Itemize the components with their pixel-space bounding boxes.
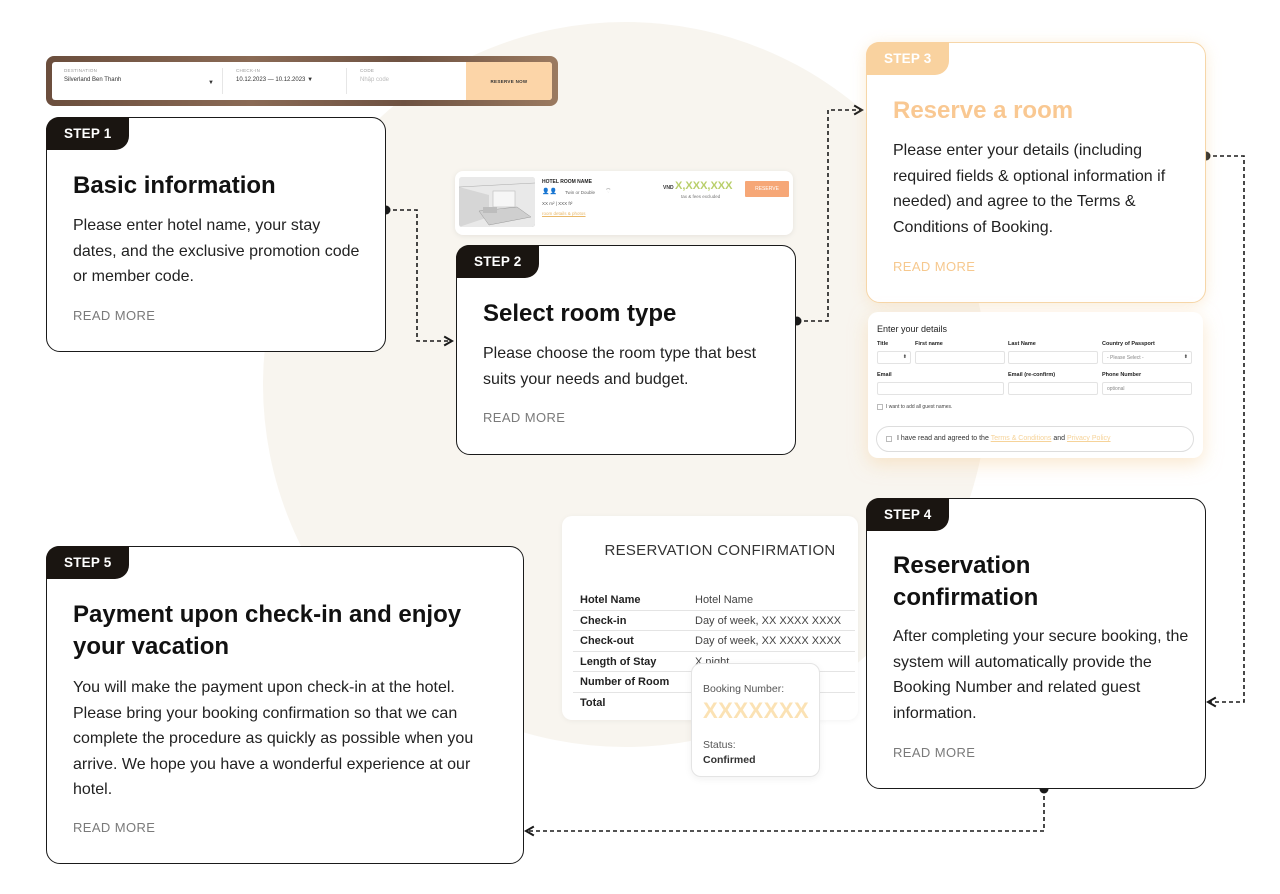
table-row: Check-out Day of week, XX XXXX XXXX <box>573 631 855 652</box>
step-description: After completing your secure booking, th… <box>893 628 1189 722</box>
checkin-field[interactable]: CHECK-IN 10.12.2023 — 10.12.2023 ▼ <box>224 62 346 100</box>
email-label: Email <box>877 372 892 378</box>
room-name: HOTEL ROOM NAME <box>542 179 592 185</box>
connector-3-4 <box>1205 155 1245 708</box>
room-price: X,XXX,XXX <box>675 180 733 192</box>
read-more-link[interactable]: READ MORE <box>893 259 976 274</box>
email-input[interactable] <box>877 382 1004 395</box>
step-title: Select room type <box>483 300 677 327</box>
email-confirm-label: Email (re-confirm) <box>1008 372 1056 378</box>
wifi-icon: ⌔ <box>605 188 612 195</box>
bed-type: Twin or Double <box>565 190 596 195</box>
country-label: Country of Passport <box>1102 341 1155 347</box>
currency: VND <box>663 185 674 191</box>
table-row: Hotel Name Hotel Name <box>573 590 855 611</box>
step-description: Please enter hotel name, your stay dates… <box>73 217 360 286</box>
agree-terms-bar: I have read and agreed to the Terms & Co… <box>876 426 1194 452</box>
chevron-icon: ⬍ <box>1183 354 1188 360</box>
phone-label: Phone Number <box>1102 372 1142 378</box>
step-badge: STEP 3 <box>866 42 950 75</box>
first-name-label: First name <box>915 341 943 347</box>
room-image <box>459 177 535 227</box>
room-card-mockup: HOTEL ROOM NAME 👤👤 Twin or Double ⌔ XX m… <box>455 171 793 235</box>
step-2-card: STEP 2 Select room type Please choose th… <box>456 245 796 455</box>
booking-number: XXXXXXX <box>703 698 810 723</box>
step-description: Please choose the room type that best su… <box>483 345 757 388</box>
step-badge: STEP 1 <box>46 117 130 150</box>
step-title: Payment upon check-in and enjoy your vac… <box>73 601 462 660</box>
step-3-card: STEP 3 Reserve a room Please enter your … <box>866 42 1206 303</box>
step-4-card: STEP 4 Reservation confirmation After co… <box>866 498 1206 789</box>
people-icon: 👤👤 <box>542 189 557 195</box>
read-more-link[interactable]: READ MORE <box>73 820 156 835</box>
read-more-link[interactable]: READ MORE <box>73 308 156 323</box>
checkin-label: CHECK-IN <box>236 68 261 73</box>
status-value: Confirmed <box>703 754 756 766</box>
chevron-down-icon: ▼ <box>208 80 214 86</box>
country-select[interactable]: - Please Select - ⬍ <box>1102 351 1192 364</box>
code-field[interactable]: CODE Nhập code <box>348 62 468 100</box>
agree-checkbox[interactable] <box>886 436 892 442</box>
last-name-input[interactable] <box>1008 351 1098 364</box>
divider <box>222 68 223 94</box>
agree-text: I have read and agreed to the Terms & Co… <box>897 435 1111 442</box>
read-more-link[interactable]: READ MORE <box>893 745 976 760</box>
room-details-link[interactable]: room details & photos <box>542 211 586 216</box>
step-5-card: STEP 5 Payment upon check-in and enjoy y… <box>46 546 524 864</box>
room-size: XX m² | XXX ft² <box>542 201 573 206</box>
table-row: Total <box>580 697 606 709</box>
step-title: Reservation confirmation <box>893 552 1039 611</box>
reserve-button[interactable]: RESERVE <box>745 181 789 197</box>
booking-number-label: Booking Number: <box>703 683 785 695</box>
checkin-value: 10.12.2023 — 10.12.2023 ▼ <box>236 77 314 83</box>
tax-note: tax & fees excluded <box>681 194 721 199</box>
form-title: Enter your details <box>877 324 948 334</box>
step-title: Basic information <box>73 172 276 199</box>
connector-4-5 <box>523 789 1045 837</box>
step-badge: STEP 5 <box>46 546 130 579</box>
destination-field[interactable]: DESTINATION Silverland Ben Thanh ▼ <box>52 62 222 100</box>
reserve-now-button[interactable]: RESERVE NOW <box>466 62 552 100</box>
search-bar-mockup: DESTINATION Silverland Ben Thanh ▼ CHECK… <box>46 56 558 106</box>
last-name-label: Last Name <box>1008 341 1036 347</box>
phone-input[interactable]: optional <box>1102 382 1192 395</box>
step-description: You will make the payment upon check-in … <box>73 679 474 799</box>
code-label: CODE <box>360 68 375 73</box>
read-more-link[interactable]: READ MORE <box>483 410 566 425</box>
step-badge: STEP 4 <box>866 498 950 531</box>
confirmation-title: RESERVATION CONFIRMATION <box>604 542 836 559</box>
phone-placeholder: optional <box>1107 386 1125 392</box>
destination-value: Silverland Ben Thanh <box>64 77 122 83</box>
step-badge: STEP 2 <box>456 245 540 278</box>
step-description: Please enter your details (including req… <box>893 142 1166 236</box>
table-row: Check-in Day of week, XX XXXX XXXX <box>573 611 855 632</box>
code-placeholder: Nhập code <box>360 77 390 83</box>
booking-number-popup: Booking Number: XXXXXXX Status: Confirme… <box>691 663 820 777</box>
step-1-card: STEP 1 Basic information Please enter ho… <box>46 117 386 352</box>
divider <box>346 68 347 94</box>
guest-names-label: I want to add all guest names. <box>886 404 953 410</box>
destination-label: DESTINATION <box>64 68 98 73</box>
first-name-input[interactable] <box>915 351 1005 364</box>
guest-names-checkbox[interactable] <box>877 404 883 410</box>
email-confirm-input[interactable] <box>1008 382 1098 395</box>
privacy-link[interactable]: Privacy Policy <box>1066 435 1111 442</box>
chevron-icon: ⬍ <box>902 354 907 360</box>
status-label: Status: <box>703 739 736 751</box>
title-label: Title <box>877 341 889 347</box>
step-title: Reserve a room <box>893 97 1074 124</box>
title-select[interactable]: ⬍ <box>877 351 911 364</box>
terms-link[interactable]: Terms & Conditions <box>990 435 1052 442</box>
details-form-mockup: Enter your details Title First name Last… <box>868 312 1203 458</box>
country-placeholder: - Please Select - <box>1107 355 1144 361</box>
